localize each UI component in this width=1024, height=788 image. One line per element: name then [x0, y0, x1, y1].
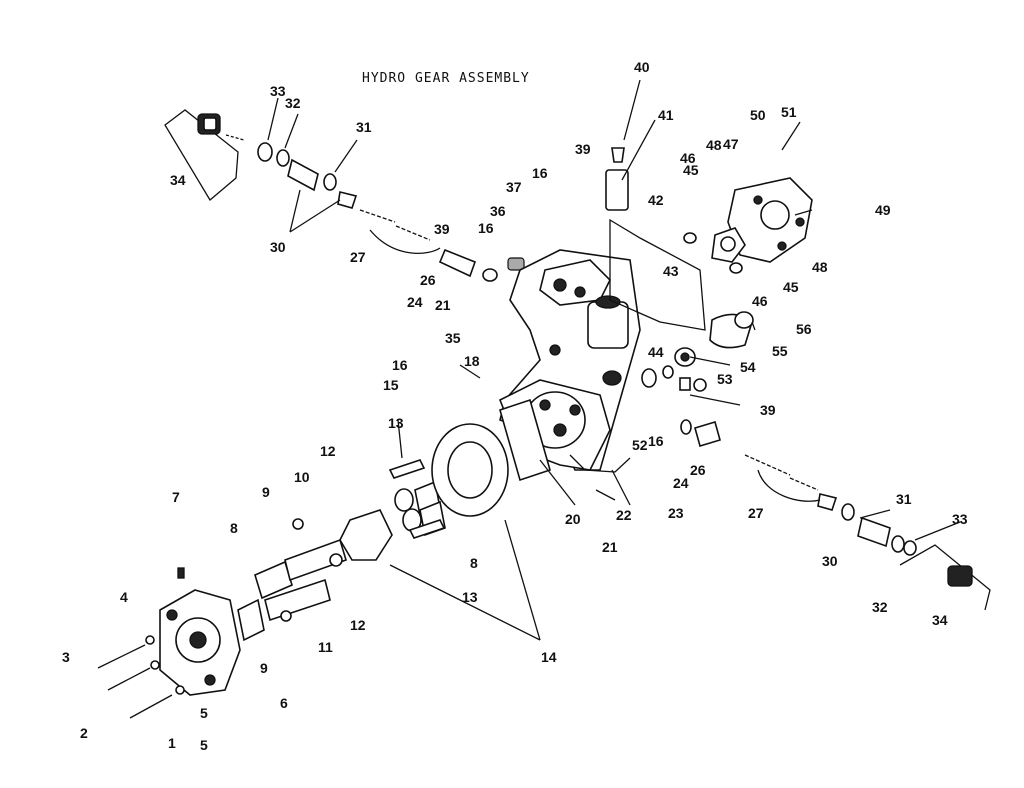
callout-label: 41 — [658, 107, 674, 123]
callout-label: 13 — [462, 589, 478, 605]
callout-label: 40 — [634, 59, 650, 75]
callout-label: 13 — [388, 415, 404, 431]
callout-label: 16 — [392, 357, 408, 373]
callout-label: 48 — [706, 137, 722, 153]
callout-label: 2 — [80, 725, 88, 741]
callout-label: 33 — [270, 83, 286, 99]
callout-label: 3 — [62, 649, 70, 665]
callout-label: 52 — [632, 437, 648, 453]
gear-pump-lower-left — [97, 398, 551, 719]
callout-label: 39 — [760, 402, 776, 418]
callout-label: 46 — [752, 293, 768, 309]
callout-label: 5 — [200, 705, 208, 721]
callout-label: 16 — [648, 433, 664, 449]
callout-label: 4 — [120, 589, 128, 605]
callout-label: 48 — [812, 259, 828, 275]
callout-label: 50 — [750, 107, 766, 123]
callout-label: 35 — [445, 330, 461, 346]
diagram-title: HYDRO GEAR ASSEMBLY — [362, 71, 530, 86]
callout-label: 31 — [896, 491, 912, 507]
callout-label: 14 — [541, 649, 557, 665]
callout-label: 7 — [172, 489, 180, 505]
callout-label: 26 — [690, 462, 706, 478]
callout-label: 9 — [262, 484, 270, 500]
callout-label: 8 — [470, 555, 478, 571]
callout-label: 53 — [717, 371, 733, 387]
callout-label: 44 — [648, 344, 664, 360]
callout-label: 6 — [280, 695, 288, 711]
relief-valve-lower-right — [641, 365, 991, 611]
callout-label: 43 — [663, 263, 679, 279]
callout-label: 51 — [781, 104, 797, 120]
parts-artwork — [97, 79, 991, 719]
relief-valve-upper-left — [164, 109, 525, 282]
callout-label: 39 — [575, 141, 591, 157]
callout-label: 10 — [294, 469, 310, 485]
leader-lines — [267, 79, 961, 641]
callout-label: 27 — [350, 249, 366, 265]
callout-label: 37 — [506, 179, 522, 195]
callout-label: 12 — [350, 617, 366, 633]
callout-label: 21 — [435, 297, 451, 313]
callout-label: 8 — [230, 520, 238, 536]
callout-label: 16 — [478, 220, 494, 236]
callout-label: 32 — [285, 95, 301, 111]
callout-label: 45 — [783, 279, 799, 295]
callout-label: 47 — [723, 136, 739, 152]
callout-label: 5 — [200, 737, 208, 753]
callout-label: 11 — [318, 639, 333, 655]
callout-label: 30 — [270, 239, 286, 255]
callout-label: 56 — [796, 321, 812, 337]
callout-label: 18 — [464, 353, 480, 369]
callout-label: 49 — [875, 202, 891, 218]
callout-label: 39 — [434, 221, 450, 237]
callout-label: 1 — [168, 735, 176, 751]
callout-labels: 1234556788991011121213131415161616161820… — [62, 59, 968, 753]
callout-label: 24 — [407, 294, 423, 310]
callout-label: 54 — [740, 359, 756, 375]
callout-label: 15 — [383, 377, 399, 393]
callout-label: 20 — [565, 511, 581, 527]
callout-label: 34 — [932, 612, 948, 628]
callout-label: 33 — [952, 511, 968, 527]
callout-label: 16 — [532, 165, 548, 181]
callout-label: 34 — [170, 172, 186, 188]
callout-label: 22 — [616, 507, 632, 523]
callout-label: 26 — [420, 272, 436, 288]
callout-label: 27 — [748, 505, 764, 521]
callout-label: 9 — [260, 660, 268, 676]
callout-label: 12 — [320, 443, 336, 459]
callout-label: 24 — [673, 475, 689, 491]
callout-label: 42 — [648, 192, 664, 208]
callout-label: 32 — [872, 599, 888, 615]
callout-label: 55 — [772, 343, 788, 359]
callout-label: 36 — [490, 203, 506, 219]
callout-label: 45 — [683, 162, 699, 178]
callout-label: 46 — [680, 150, 696, 166]
callout-label: 23 — [668, 505, 684, 521]
callout-label: 31 — [356, 119, 372, 135]
callout-label: 21 — [602, 539, 618, 555]
callout-label: 30 — [822, 553, 838, 569]
